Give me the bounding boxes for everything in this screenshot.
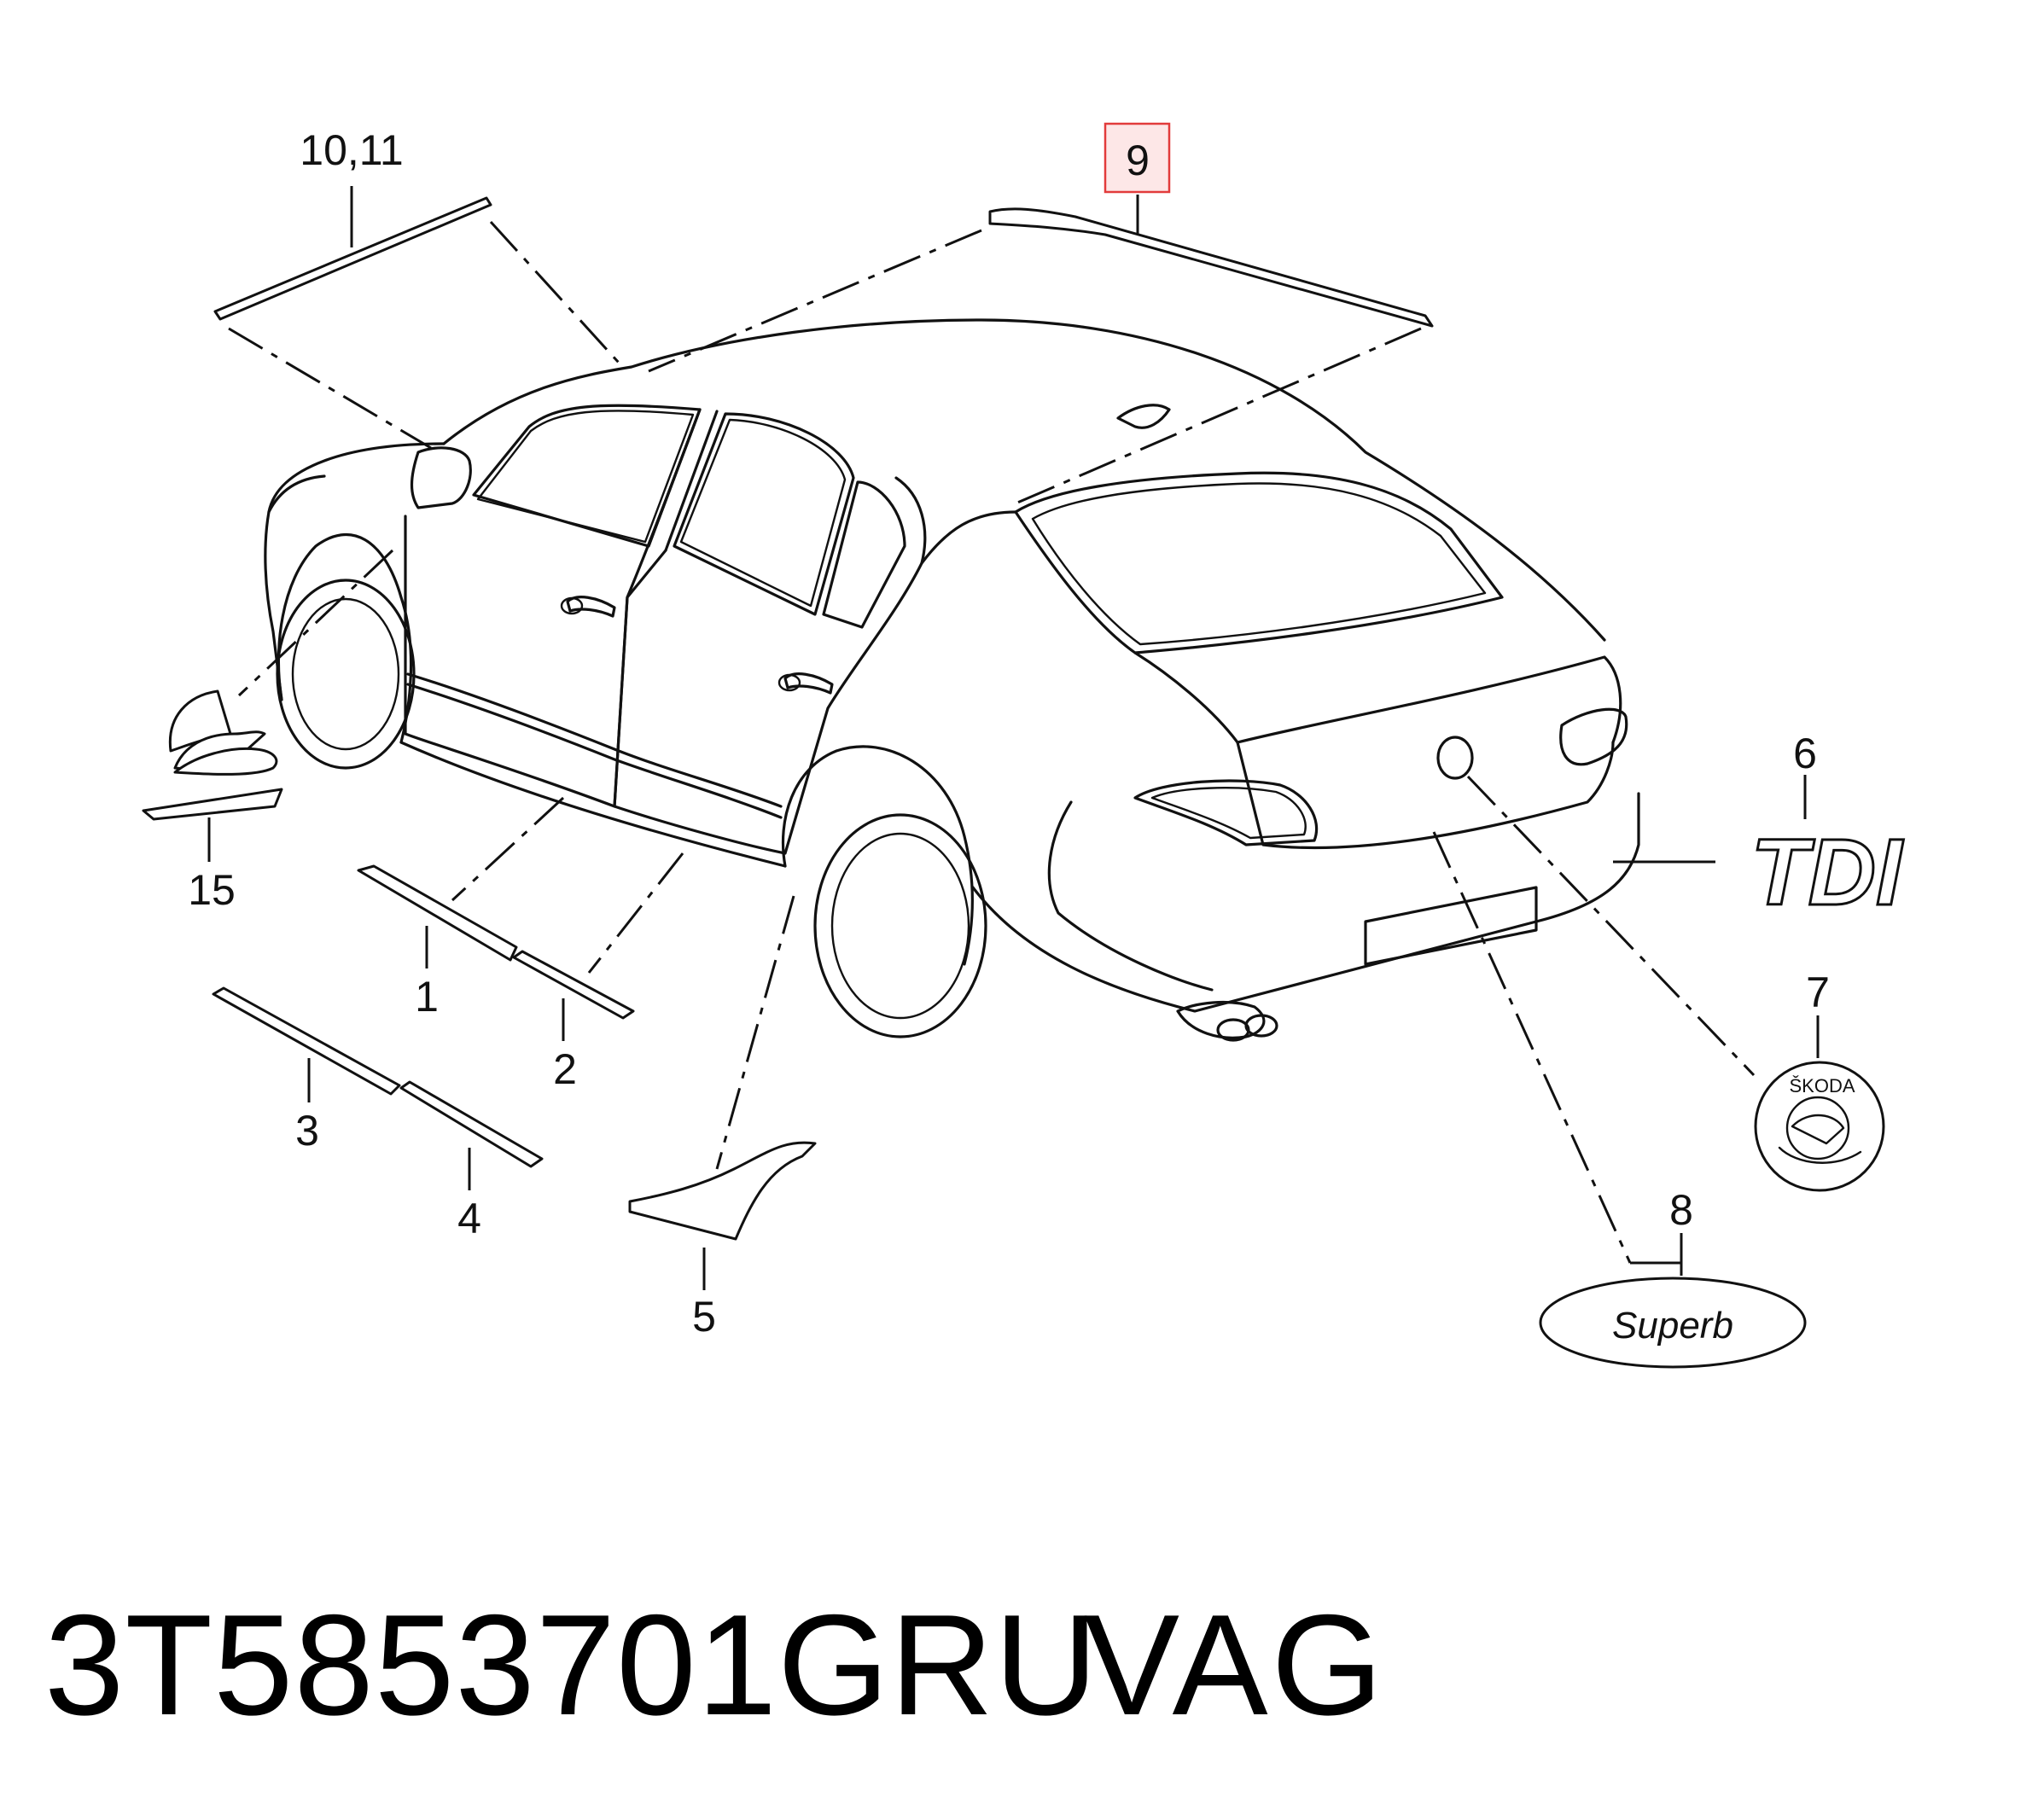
part-15-emblem-pieces	[142, 689, 283, 821]
callout-2: 2	[553, 1045, 577, 1093]
callout-10-11: 10,11	[300, 126, 403, 174]
callout-1: 1	[415, 973, 439, 1021]
part-4-sill-strip	[399, 1080, 544, 1168]
callout-6: 6	[1793, 730, 1817, 777]
callout-5: 5	[692, 1293, 716, 1341]
callout-4: 4	[457, 1195, 481, 1242]
highlight-box	[1104, 122, 1171, 194]
part-10-11-roof-strip	[213, 196, 492, 321]
part-number: 3T5853701GRU	[44, 1585, 1099, 1745]
part-7-skoda-emblem: ŠKODA	[1754, 1061, 1885, 1192]
callout-leaders	[207, 186, 1820, 1290]
part-8-superb-badge: Superb	[1539, 1277, 1807, 1369]
superb-badge-text: Superb	[1612, 1305, 1733, 1347]
car-illustration	[264, 318, 1640, 1042]
tdi-badge-text: TDI	[1750, 820, 1904, 925]
manufacturer-name: VAG	[1084, 1585, 1387, 1745]
part-9-roof-rail-molding	[988, 207, 1434, 328]
leader-lines	[228, 220, 1756, 1264]
callout-8: 8	[1669, 1186, 1693, 1234]
callout-3: 3	[295, 1107, 319, 1155]
skoda-emblem-text: ŠKODA	[1789, 1075, 1855, 1096]
part-1-door-strip	[357, 864, 518, 962]
part-3-sill-strip	[212, 986, 401, 1096]
callout-9: 9	[1126, 137, 1150, 184]
callout-15: 15	[188, 866, 236, 914]
part-5-wheel-arch-trim	[628, 1141, 817, 1241]
part-6-tdi-badge: TDI	[1750, 819, 1906, 927]
callout-7: 7	[1806, 968, 1830, 1016]
part-2-door-strip	[512, 950, 635, 1020]
callout-numbers: 10,11 9 15 1 2 3 4 5 6 7 8	[188, 122, 1830, 1341]
